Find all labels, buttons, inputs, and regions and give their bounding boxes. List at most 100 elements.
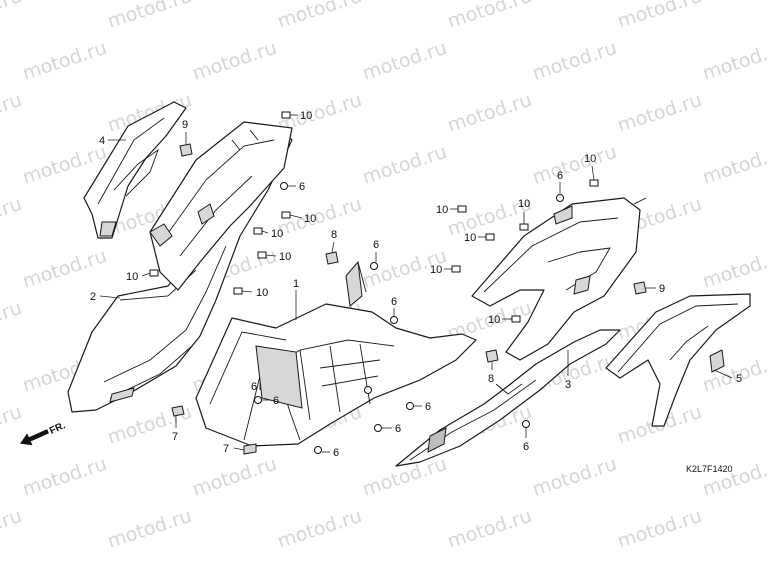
watermark-text: motod.ru <box>700 453 768 501</box>
watermark-text: motod.ru <box>275 0 365 33</box>
bolt-10-g <box>457 205 467 213</box>
trim-part-5 <box>605 293 751 427</box>
callout-6: 6 <box>373 239 379 251</box>
bolt-10-k <box>511 315 521 323</box>
callout-6: 6 <box>251 381 257 393</box>
watermark-text: motod.ru <box>0 89 24 137</box>
callout-10: 10 <box>518 198 530 210</box>
callout-6: 6 <box>273 395 279 407</box>
callout-labels: 10 10 10 10 10 10 10 10 10 10 10 10 6 6 … <box>90 110 742 459</box>
watermark-text: motod.ru <box>615 89 705 137</box>
callout-8: 8 <box>488 373 494 385</box>
watermark-text: motod.ru <box>360 37 450 85</box>
bolt-10-l <box>589 179 599 187</box>
diagram-code: K2L7F1420 <box>686 464 733 474</box>
watermark-text: motod.ru <box>615 0 705 33</box>
callout-10: 10 <box>256 287 268 299</box>
watermark-text: motod.ru <box>105 505 195 553</box>
arrow-left-icon <box>19 429 49 446</box>
watermark-text: motod.ru <box>445 0 535 33</box>
callout-9: 9 <box>182 119 188 131</box>
screw-6-d <box>390 316 398 324</box>
screw-6-b <box>370 262 378 270</box>
watermark-text: motod.ru <box>190 453 280 501</box>
front-label: FR. <box>48 420 67 437</box>
right-upper-cover <box>471 197 647 361</box>
watermark-text: motod.ru <box>700 37 768 85</box>
watermark-text: motod.ru <box>20 245 110 293</box>
watermark-text: motod.ru <box>360 141 450 189</box>
screw-6-h <box>314 446 322 454</box>
watermark-text: motod.ru <box>0 505 24 553</box>
callout-8: 8 <box>331 229 337 241</box>
screw-6-e <box>254 396 262 404</box>
clip-7-b <box>243 443 257 455</box>
watermark-text: motod.ru <box>0 297 24 345</box>
bolt-10-c <box>253 227 263 235</box>
left-inner-panel <box>149 121 293 291</box>
callout-10: 10 <box>436 204 448 216</box>
callout-6: 6 <box>299 181 305 193</box>
front-direction-marker: FR. <box>19 420 67 446</box>
watermark-text: motod.ru <box>530 453 620 501</box>
bolt-10-e <box>149 269 159 277</box>
bolt-10-f <box>233 287 243 295</box>
watermark-text: motod.ru <box>0 0 24 33</box>
clip-7-a <box>171 405 185 417</box>
watermark-text: motod.ru <box>0 401 24 449</box>
watermark-text: motod.ru <box>105 0 195 33</box>
callout-6: 6 <box>557 170 563 182</box>
watermark-text: motod.ru <box>530 37 620 85</box>
bolt-10-i <box>519 223 529 231</box>
screw-6-j <box>364 386 372 394</box>
watermark-text: motod.ru <box>190 37 280 85</box>
watermark-text: motod.ru <box>445 505 535 553</box>
callout-1: 1 <box>293 278 299 290</box>
trim-part-4 <box>83 101 187 239</box>
callout-5: 5 <box>736 373 742 385</box>
watermark-text: motod.ru <box>700 141 768 189</box>
callout-10: 10 <box>271 228 283 240</box>
clip-9-a <box>179 143 193 157</box>
right-side-cover <box>395 329 621 467</box>
callout-6: 6 <box>425 401 431 413</box>
bolt-10-d <box>257 251 267 259</box>
watermark-text: motod.ru <box>615 505 705 553</box>
callout-10: 10 <box>430 264 442 276</box>
watermark-text: motod.ru <box>275 505 365 553</box>
watermark-text: motod.ru <box>0 193 24 241</box>
watermark-text: motod.ru <box>700 245 768 293</box>
callout-6: 6 <box>333 447 339 459</box>
watermark-text: motod.ru <box>20 453 110 501</box>
bolt-10-j <box>451 265 461 273</box>
callout-10: 10 <box>464 232 476 244</box>
watermark-text: motod.ru <box>530 141 620 189</box>
callout-6: 6 <box>391 296 397 308</box>
screw-6-g <box>374 424 382 432</box>
bolt-10-b <box>281 211 291 219</box>
callout-9: 9 <box>659 283 665 295</box>
screw-6-c <box>556 194 564 202</box>
callout-10: 10 <box>488 314 500 326</box>
bolt-10-a <box>281 111 291 119</box>
screw-6-f <box>406 402 414 410</box>
callout-10: 10 <box>304 213 316 225</box>
watermark-text: motod.ru <box>20 37 110 85</box>
callout-7: 7 <box>172 431 178 443</box>
clip-8-a <box>325 251 339 265</box>
callout-10: 10 <box>300 110 312 122</box>
leader-lines <box>99 114 733 453</box>
callout-7: 7 <box>223 443 229 455</box>
clip-8-b <box>485 349 499 363</box>
callout-10: 10 <box>584 153 596 165</box>
floor-panel-part-1 <box>195 260 477 447</box>
watermark-text: motod.ru <box>445 89 535 137</box>
clip-9-b <box>633 281 647 295</box>
callout-10: 10 <box>126 271 138 283</box>
screw-6-a <box>280 182 288 190</box>
callout-3: 3 <box>565 379 571 391</box>
callout-6: 6 <box>395 423 401 435</box>
